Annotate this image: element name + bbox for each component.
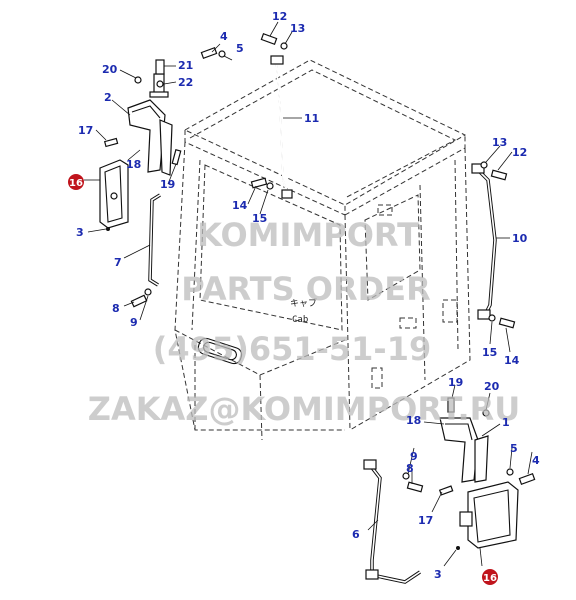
callout-3-right: 3 bbox=[434, 568, 442, 581]
callout-17: 17 bbox=[78, 124, 93, 137]
callout-18-right: 18 bbox=[406, 414, 421, 427]
callout-15-right: 15 bbox=[482, 346, 497, 359]
callout-20-right: 20 bbox=[484, 380, 500, 393]
handrail-7 bbox=[148, 193, 161, 287]
callout-8-right: 8 bbox=[406, 462, 414, 475]
callout-1: 1 bbox=[502, 416, 510, 429]
callout-7: 7 bbox=[114, 256, 122, 269]
callout-21: 21 bbox=[178, 59, 193, 72]
callout-3: 3 bbox=[76, 226, 84, 239]
callout-2: 2 bbox=[104, 91, 112, 104]
badge-16-right-text: 16 bbox=[483, 573, 497, 584]
callout-17-right: 17 bbox=[418, 514, 433, 527]
callout-12-right: 12 bbox=[512, 146, 527, 159]
callout-11: 11 bbox=[304, 112, 319, 125]
callout-14-right: 14 bbox=[504, 354, 520, 367]
callout-22: 22 bbox=[178, 76, 193, 89]
badge-16-left: 16 bbox=[68, 174, 84, 190]
callout-13-right: 13 bbox=[492, 136, 507, 149]
cab-label-en: Cab bbox=[292, 315, 308, 325]
badge-16-right: 16 bbox=[482, 569, 498, 585]
mirror-16-left bbox=[99, 159, 129, 229]
callout-labels: 12 13 4 5 20 21 22 2 17 18 19 3 7 8 9 11… bbox=[76, 10, 540, 581]
callout-20: 20 bbox=[102, 63, 118, 76]
callout-5-right: 5 bbox=[510, 442, 518, 455]
watermark-line-1: KOMIMPORT bbox=[197, 216, 419, 254]
watermark: KOMIMPORT PARTS ORDER (495)651-51-19 ZAK… bbox=[88, 216, 521, 428]
watermark-line-4: ZAKAZ@KOMIMPORT.RU bbox=[88, 390, 521, 428]
mirror-bracket-1 bbox=[439, 417, 489, 483]
badge-16-left-text: 16 bbox=[69, 178, 83, 189]
handrail-10 bbox=[471, 163, 497, 320]
callout-8: 8 bbox=[112, 302, 120, 315]
callout-13: 13 bbox=[290, 22, 305, 35]
callout-4: 4 bbox=[220, 30, 228, 43]
callout-9: 9 bbox=[130, 316, 138, 329]
handrail-6 bbox=[363, 459, 421, 584]
callout-4-right: 4 bbox=[532, 454, 540, 467]
leader-lines bbox=[84, 21, 533, 567]
mirror-16-right bbox=[459, 481, 519, 549]
fasteners bbox=[103, 33, 536, 550]
callout-6: 6 bbox=[352, 528, 360, 541]
callout-19: 19 bbox=[160, 178, 175, 191]
watermark-line-3: (495)651-51-19 bbox=[153, 330, 431, 368]
callout-14: 14 bbox=[232, 199, 248, 212]
callout-12: 12 bbox=[272, 10, 287, 23]
callout-19-right: 19 bbox=[448, 376, 463, 389]
callout-18: 18 bbox=[126, 158, 141, 171]
cab-label-jp: キャブ bbox=[290, 297, 317, 309]
callout-10: 10 bbox=[512, 232, 528, 245]
watermark-line-2: PARTS ORDER bbox=[181, 270, 430, 308]
callout-9-right: 9 bbox=[410, 450, 418, 463]
cab-body bbox=[174, 59, 471, 441]
callout-15: 15 bbox=[252, 212, 267, 225]
callout-5: 5 bbox=[236, 42, 244, 55]
handrail-11 bbox=[270, 55, 293, 199]
